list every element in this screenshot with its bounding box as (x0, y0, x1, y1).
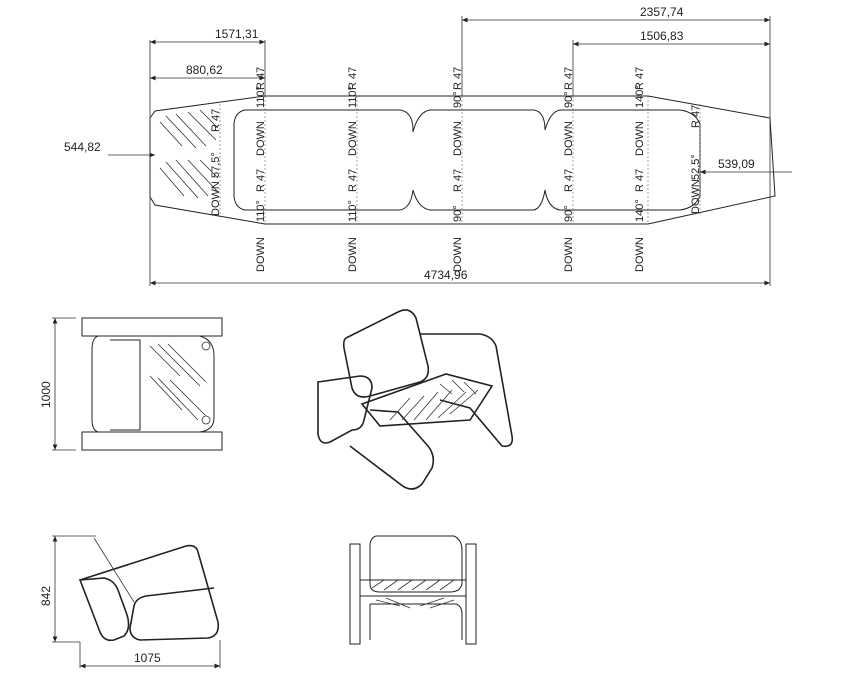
fold-radius-label: R 47 (210, 109, 222, 132)
fold-angle-label: 90° (452, 205, 464, 222)
flat-pattern-cutout (233, 109, 701, 211)
fold-radius-label: R 47 (255, 169, 267, 192)
top-view: 1000 (39, 317, 223, 451)
dim-right-offset: 539,09 (718, 157, 755, 171)
fold-down-label: DOWN (347, 237, 359, 272)
flat-pattern (149, 95, 776, 225)
fold-down-label: DOWN (452, 121, 464, 156)
fold-down-label: DOWN (563, 121, 575, 156)
flat-pattern-outline (149, 95, 776, 225)
dim-left-short: 880,62 (186, 63, 223, 77)
side-view: 842 1075 (39, 535, 221, 669)
fold-down-label: DOWN (210, 181, 222, 216)
dim-left-to-fold: 1571,31 (215, 27, 259, 41)
fold-radius-label: R 47 (563, 67, 575, 90)
fold-down-label: DOWN (347, 121, 359, 156)
dim-side-width: 1075 (134, 651, 161, 665)
fold-angle-label: 90° (563, 91, 575, 108)
dim-total-length: 4734,96 (424, 268, 468, 282)
dim-front-height: 1000 (39, 381, 53, 408)
dim-right-section: 1506,83 (640, 29, 684, 43)
fold-down-label: DOWN (255, 237, 267, 272)
dim-overall-right: 2357,74 (640, 5, 684, 19)
fold-down-label: DOWN (452, 237, 464, 272)
fold-down-label: DOWN (563, 237, 575, 272)
fold-radius-label: R 47 (347, 169, 359, 192)
fold-radius-label: R 47 (255, 67, 267, 90)
fold-radius-label: R 47 (690, 105, 702, 128)
fold-down-label: DOWN (634, 237, 646, 272)
fold-down-label: DOWN (255, 121, 267, 156)
fold-angle-label: 90° (452, 91, 464, 108)
fold-labels: R 47 110° DOWN R 47 110° DOWN R 47 110° … (210, 67, 702, 272)
fold-radius-label: R 47 (634, 67, 646, 90)
fold-angle-label: 52,5° (690, 154, 702, 180)
isometric-view (317, 309, 514, 490)
fold-angle-label: 90° (563, 205, 575, 222)
front-view (349, 535, 477, 645)
flat-pattern-dimensions: 2357,74 1571,31 1506,83 880,62 544,82 53… (64, 5, 792, 286)
fold-radius-label: R 47 (452, 169, 464, 192)
fold-angle-label: 140° (634, 199, 646, 222)
fold-angle-label: 110° (347, 86, 359, 108)
fold-radius-label: R 47 (347, 67, 359, 90)
fold-radius-label: R 47 (634, 169, 646, 192)
fold-angle-label: 140° (634, 85, 646, 108)
fold-down-label: DOWN (634, 121, 646, 156)
fold-radius-label: R 47 (563, 169, 575, 192)
fold-angle-label: 110° (255, 200, 267, 222)
fold-down-label: DOWN (690, 179, 702, 214)
left-slots (159, 109, 219, 199)
fold-angle-label: 57,5° (210, 152, 222, 178)
fold-angle-label: 110° (347, 200, 359, 222)
fold-radius-label: R 47 (452, 67, 464, 90)
dim-left-offset: 544,82 (64, 140, 101, 154)
dim-side-height: 842 (39, 586, 53, 606)
fold-angle-label: 110° (255, 86, 267, 108)
